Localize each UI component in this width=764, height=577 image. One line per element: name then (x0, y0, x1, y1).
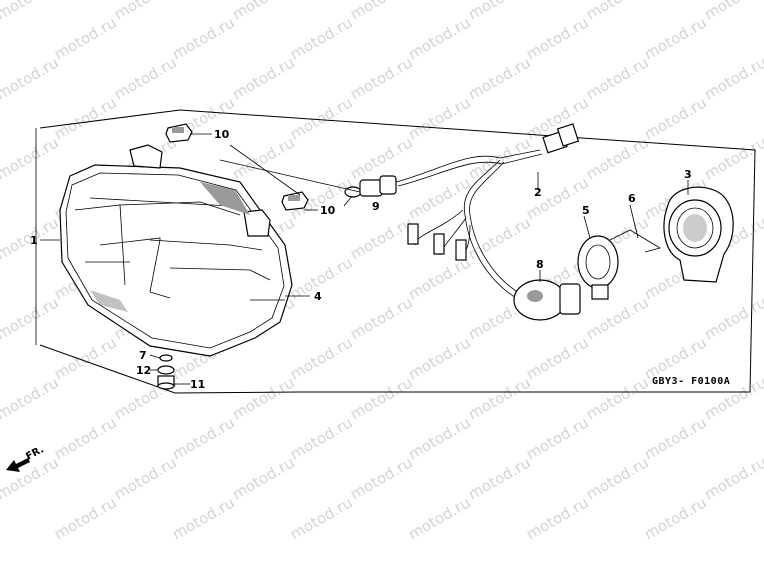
watermark-text: motod.ru (287, 413, 356, 463)
callout-9: 9 (372, 200, 380, 213)
watermark-text: motod.ru (641, 493, 710, 543)
watermark-text: motod.ru (0, 133, 62, 183)
watermark-text: motod.ru (229, 53, 298, 103)
watermark-text: motod.ru (229, 373, 298, 423)
callout-4: 4 (314, 290, 322, 303)
dust-cover (663, 186, 734, 283)
watermark-text: motod.ru (583, 453, 652, 503)
watermark-text: motod.ru (641, 13, 710, 63)
callout-3: 3 (684, 168, 692, 181)
callout-5: 5 (582, 204, 590, 217)
watermark-text: motod.ru (405, 413, 474, 463)
watermark-text: motod.ru (51, 333, 120, 383)
headlight-housing (59, 144, 293, 357)
watermark-text: motod.ru (347, 0, 416, 23)
watermark-text: motod.ru (405, 253, 474, 303)
watermark-text: motod.ru (701, 0, 764, 23)
watermark-text: motod.ru (405, 93, 474, 143)
watermark-text: motod.ru (701, 53, 764, 103)
watermark-text: motod.ru (523, 413, 592, 463)
watermark-text: motod.ru (641, 413, 710, 463)
watermark-text: motod.ru (641, 93, 710, 143)
watermark-text: motod.ru (465, 453, 534, 503)
spring-clip (609, 229, 662, 253)
callout-10-upper: 10 (214, 128, 230, 141)
watermark-text: motod.ru (111, 453, 180, 503)
watermark-text: motod.ru (405, 13, 474, 63)
watermark-text: motod.ru (0, 0, 62, 23)
callout-2: 2 (534, 186, 542, 199)
callout-12: 12 (136, 364, 151, 377)
watermark-text: motod.ru (51, 13, 120, 63)
clip-lower (281, 191, 309, 211)
watermark-text: motod.ru (465, 213, 534, 263)
watermark-text: motod.ru (287, 13, 356, 63)
watermark-text: motod.ru (229, 133, 298, 183)
watermark-text: motod.ru (405, 333, 474, 383)
watermark-text: motod.ru (51, 413, 120, 463)
callout-11: 11 (190, 378, 205, 391)
callout-8: 8 (536, 258, 544, 271)
front-arrow-icon (6, 458, 30, 472)
watermark-text: motod.ru (465, 0, 534, 23)
watermark-text: motod.ru (583, 293, 652, 343)
clip-upper (165, 123, 193, 143)
watermark-text: motod.ru (347, 453, 416, 503)
watermark-text: motod.ru (0, 373, 62, 423)
retaining-ring (577, 235, 619, 300)
watermark-text: motod.ru (51, 93, 120, 143)
watermark-text: motod.ru (701, 293, 764, 343)
watermark-text: motod.ru (583, 0, 652, 23)
watermark-text: motod.ru (287, 333, 356, 383)
watermark-text: motod.ru (111, 53, 180, 103)
watermark-text: motod.ru (169, 13, 238, 63)
watermark-text: motod.ru (51, 493, 120, 543)
watermark-text: motod.ru (0, 293, 62, 343)
callout-6: 6 (628, 192, 636, 205)
watermark-text: motod.ru (583, 133, 652, 183)
watermark-text: motod.ru (701, 453, 764, 503)
watermark-text: motod.ru (523, 333, 592, 383)
wire-harness (395, 123, 580, 301)
watermark-text: motod.ru (347, 213, 416, 263)
watermark-text: motod.ru (465, 53, 534, 103)
bolt-stack (157, 354, 175, 390)
watermark-text: motod.ru (523, 13, 592, 63)
callout-1: 1 (30, 234, 38, 247)
watermark-text: motod.ru (229, 453, 298, 503)
watermark-text: motod.ru (583, 373, 652, 423)
diagram-code: GBY3- F0100A (652, 376, 730, 387)
assembly-frame (39, 109, 756, 394)
watermark-text: motod.ru (523, 493, 592, 543)
callout-labels: 1 2 3 4 5 6 7 8 9 10 10 11 12 (30, 128, 692, 391)
leader-lines (35, 128, 689, 385)
watermark-text: motod.ru (111, 0, 180, 23)
watermark-text: motod.ru (169, 493, 238, 543)
watermark-text: motod.ru (287, 493, 356, 543)
watermark-text: motod.ru (347, 53, 416, 103)
watermark-text: motod.ru (229, 0, 298, 23)
watermark-text: motod.ru (0, 53, 62, 103)
headlight-bulb (513, 279, 581, 321)
watermark-text: motod.ru (347, 293, 416, 343)
callout-10-lower: 10 (320, 204, 336, 217)
watermark-text: motod.ru (405, 493, 474, 543)
watermark-text: motod.ru (347, 373, 416, 423)
watermark-text: motod.ru (583, 53, 652, 103)
watermark-text: motod.ru (465, 373, 534, 423)
watermark-text: motod.ru (169, 413, 238, 463)
callout-7: 7 (139, 349, 147, 362)
